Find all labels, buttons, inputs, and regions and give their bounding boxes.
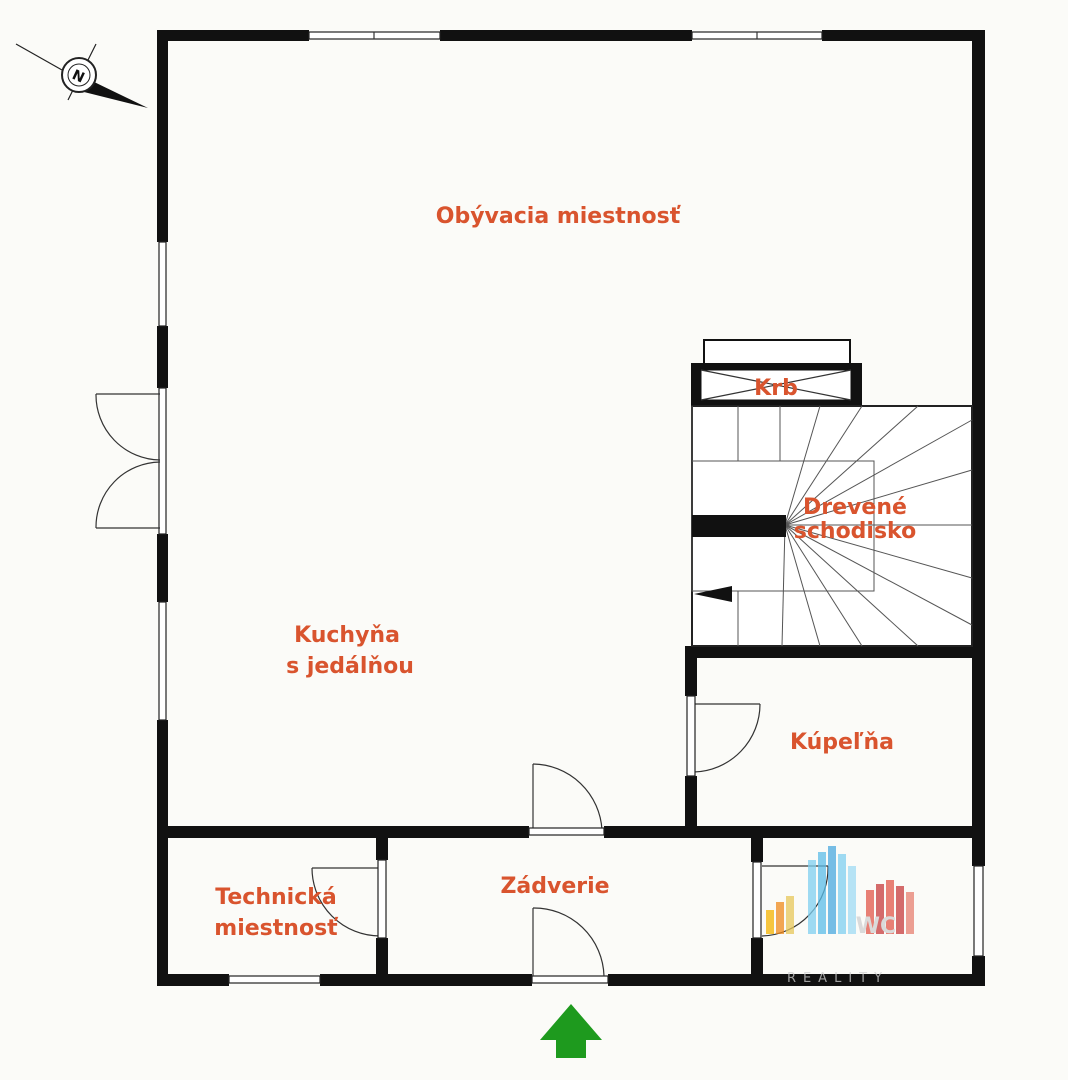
stairs-label-line1: Drevené: [803, 495, 907, 520]
doors: [95, 393, 829, 977]
watermark-logo-text: WC: [856, 914, 896, 939]
technical-room-label-line2: miestnosť: [214, 916, 339, 941]
reality-watermark: WC REALITY: [766, 846, 914, 986]
kitchen-label-line1: Kuchyňa: [294, 623, 400, 648]
kitchen-label-line2: s jedálňou: [286, 654, 414, 679]
living-room-label: Obývacia miestnosť: [436, 204, 682, 229]
interior-walls: [157, 339, 985, 986]
fireplace-label: Krb: [754, 376, 798, 401]
watermark-tagline: REALITY: [787, 971, 889, 986]
wooden-stairs: [691, 405, 973, 647]
compass-icon: N: [15, 43, 148, 108]
room-labels: Obývacia miestnosť Krb Drevené schodisko…: [214, 204, 916, 941]
entrance-arrow-icon: [540, 1004, 602, 1058]
technical-room-label-line1: Technická: [215, 885, 336, 910]
stairs-label-line2: schodisko: [794, 519, 916, 544]
bathroom-label: Kúpeľňa: [790, 730, 894, 755]
building-logo-icon: [766, 846, 914, 934]
vestibule-label: Zádverie: [500, 874, 609, 899]
windows: [158, 31, 984, 984]
